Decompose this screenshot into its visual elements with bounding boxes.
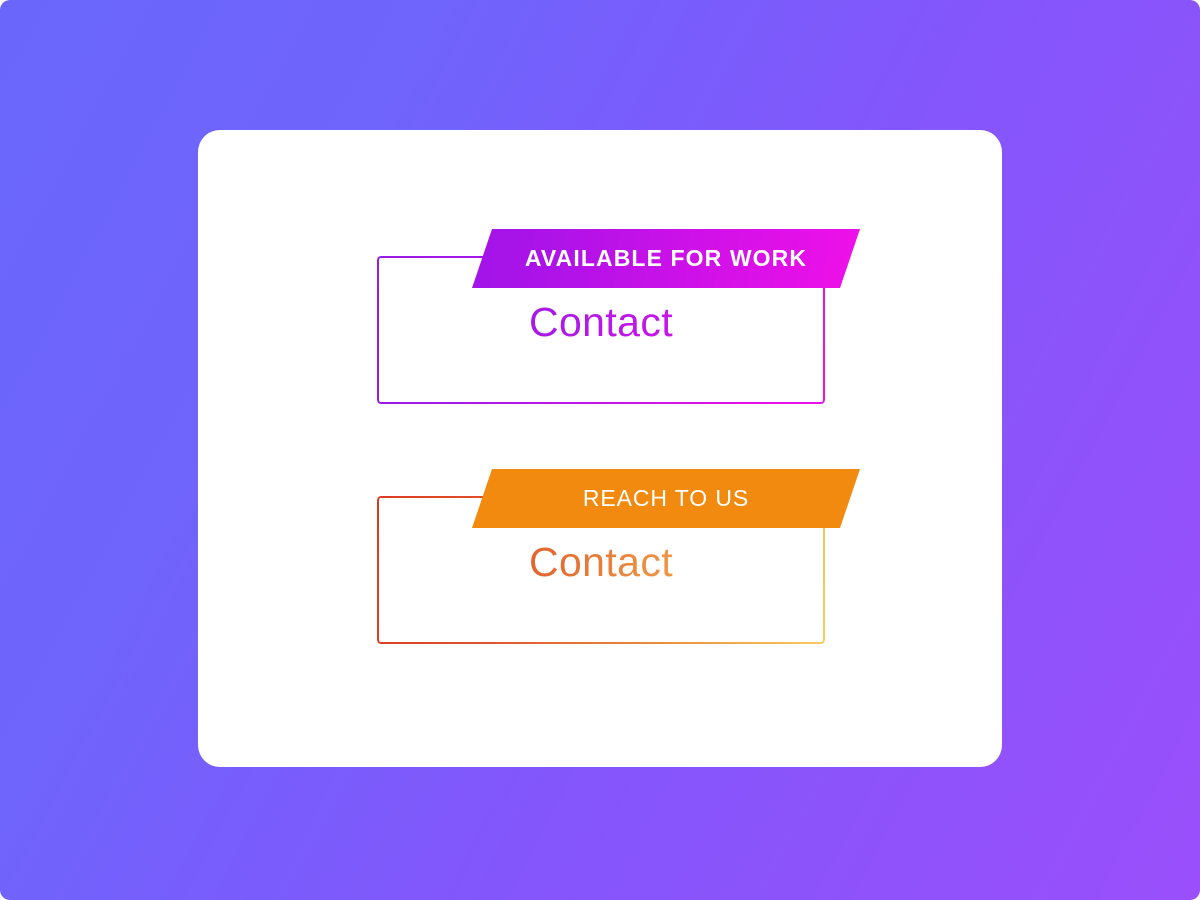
ribbon-label-reach-to-us: REACH TO US: [582, 485, 750, 511]
widget-stage: Contact AVAILABLE FOR WORK Contact REACH…: [198, 130, 1002, 767]
contact-box-label-purple: Contact: [377, 302, 825, 343]
contact-box-purple[interactable]: Contact: [377, 256, 825, 404]
contact-box-orange[interactable]: Contact: [377, 496, 825, 644]
ribbon-banner-purple[interactable]: AVAILABLE FOR WORK: [472, 229, 860, 288]
ribbon-label-available-for-work: AVAILABLE FOR WORK: [524, 245, 808, 271]
content-card: Contact AVAILABLE FOR WORK Contact REACH…: [198, 130, 1002, 767]
ribbon-banner-orange[interactable]: REACH TO US: [472, 469, 860, 528]
contact-widget-available-for-work[interactable]: Contact AVAILABLE FOR WORK: [377, 229, 839, 404]
contact-box-label-orange: Contact: [377, 542, 825, 583]
contact-widget-reach-to-us[interactable]: Contact REACH TO US: [377, 469, 839, 644]
